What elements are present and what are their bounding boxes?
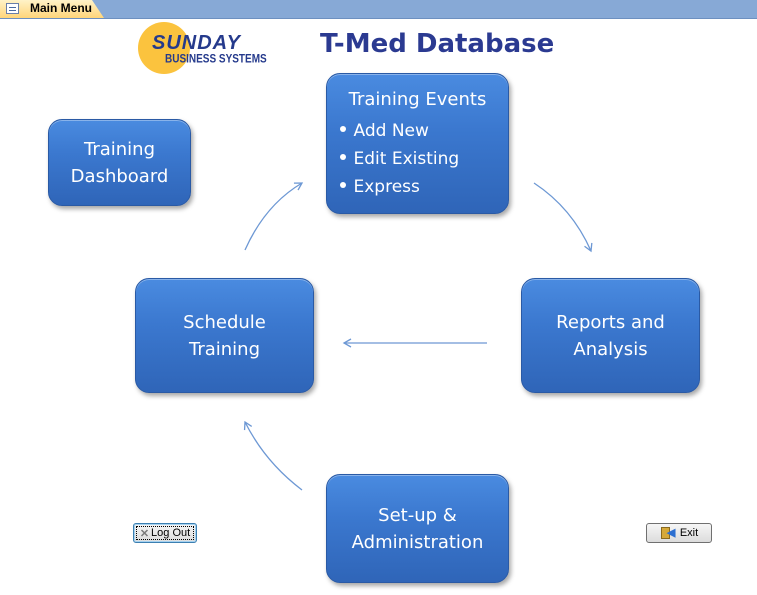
document-tab-bar: Main Menu bbox=[0, 0, 757, 19]
arrow-setup-to-schedule bbox=[243, 420, 303, 491]
training-dashboard-button[interactable]: Training Dashboard bbox=[48, 119, 191, 206]
tab-main-menu[interactable]: Main Menu bbox=[0, 0, 104, 18]
bullet-icon bbox=[339, 126, 346, 132]
training-events-title[interactable]: Training Events bbox=[348, 89, 487, 110]
logo-sub-text: BUSINESS SYSTEMS bbox=[165, 53, 267, 67]
logo-main-text: SUNDAY bbox=[152, 32, 241, 54]
bullet-icon bbox=[339, 154, 346, 160]
bullet-icon bbox=[339, 182, 346, 188]
tab-label: Main Menu bbox=[30, 1, 92, 15]
reports-analysis-button[interactable]: Reports and Analysis bbox=[521, 278, 700, 393]
setup-administration-button[interactable]: Set-up & Administration bbox=[326, 474, 509, 583]
add-new-link[interactable]: Add New bbox=[338, 117, 498, 145]
schedule-training-button[interactable]: Schedule Training bbox=[135, 278, 314, 393]
exit-door-icon: ◀ bbox=[660, 526, 676, 540]
arrow-schedule-to-events bbox=[244, 182, 304, 251]
x-icon: ✕ bbox=[139, 527, 150, 540]
exit-button[interactable]: ◀ Exit bbox=[646, 523, 712, 543]
sunday-logo: SUNDAY BUSINESS SYSTEMS bbox=[138, 22, 278, 78]
training-events-box[interactable]: Training Events Add New Edit Existing Ex… bbox=[326, 73, 509, 214]
page-title: T-Med Database bbox=[320, 29, 555, 59]
express-link[interactable]: Express bbox=[338, 173, 498, 201]
training-events-list: Add New Edit Existing Express bbox=[338, 117, 498, 201]
logo-sun-icon bbox=[138, 22, 190, 74]
log-out-button[interactable]: ✕ Log Out bbox=[133, 523, 197, 543]
edit-existing-link[interactable]: Edit Existing bbox=[338, 145, 498, 173]
form-icon bbox=[6, 3, 19, 14]
arrow-events-to-reports bbox=[533, 182, 593, 253]
